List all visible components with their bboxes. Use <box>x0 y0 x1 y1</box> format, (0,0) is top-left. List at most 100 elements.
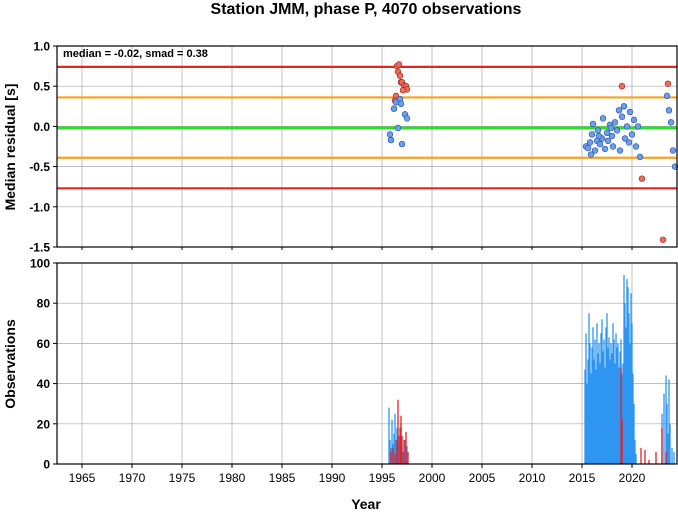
x-tick-label: 1965 <box>69 471 96 485</box>
bar-blue <box>630 293 632 464</box>
bar-blue <box>611 353 613 464</box>
bar-blue <box>594 339 596 464</box>
x-tick-label: 1985 <box>269 471 296 485</box>
bar-blue <box>602 351 604 464</box>
bar-red <box>621 419 623 464</box>
bar-blue <box>622 363 624 464</box>
bar-red <box>403 439 405 464</box>
data-point-blue <box>613 127 621 134</box>
bar-red <box>399 427 401 464</box>
residual-plot-area <box>57 46 677 247</box>
bar-blue <box>608 337 610 464</box>
bar-blue <box>609 359 611 464</box>
observations-y-axis-label: Observations <box>2 319 18 409</box>
bar-blue <box>595 369 597 464</box>
data-point-blue <box>608 132 616 140</box>
bar-blue <box>391 419 393 464</box>
data-point-blue <box>611 119 619 126</box>
residual-y-ticks: 1.00.50.0-0.5-1.0-1.5 <box>29 40 633 255</box>
data-point-blue <box>398 140 406 148</box>
bar-blue <box>617 343 619 464</box>
bar-blue <box>601 319 603 464</box>
data-point-blue <box>591 147 599 154</box>
data-point-blue <box>636 153 644 161</box>
residual-points <box>386 61 678 243</box>
y-tick-label: 60 <box>37 337 51 351</box>
y-tick-label: 1.0 <box>33 40 50 54</box>
data-point-blue <box>397 100 405 108</box>
data-point-blue <box>621 135 629 142</box>
y-tick-label: 0 <box>43 458 50 472</box>
bar-red <box>655 451 657 464</box>
bar-blue <box>615 333 617 464</box>
y-tick-label: 40 <box>37 377 51 391</box>
bar-blue <box>585 333 587 464</box>
bar-blue <box>627 287 629 464</box>
y-tick-label: 0.5 <box>33 80 50 94</box>
bar-blue <box>613 339 615 464</box>
bar-blue <box>600 333 602 464</box>
bar-blue <box>634 439 636 464</box>
bar-blue <box>590 373 592 464</box>
data-point-blue <box>594 127 602 134</box>
y-tick-label: -1.5 <box>29 241 50 255</box>
bar-blue <box>406 445 408 464</box>
bar-red <box>648 459 650 464</box>
data-point-blue <box>630 116 638 124</box>
bar-blue <box>593 359 595 464</box>
x-axis-label: Year <box>351 496 381 511</box>
bar-red <box>661 427 663 464</box>
x-tick-label: 2000 <box>419 471 446 485</box>
bar-blue <box>663 393 665 464</box>
bar-blue <box>667 433 669 464</box>
data-point-blue <box>604 137 612 145</box>
data-point-blue <box>390 105 398 112</box>
bar-blue <box>621 373 623 464</box>
bar-blue <box>588 313 590 464</box>
bar-blue <box>398 435 400 464</box>
bar-blue <box>619 351 621 464</box>
data-point-blue <box>587 151 595 158</box>
bar-blue <box>631 323 633 464</box>
data-point-blue <box>665 107 673 114</box>
data-point-blue <box>609 143 617 150</box>
bar-red <box>397 399 399 464</box>
bar-blue <box>404 439 406 464</box>
bar-red <box>640 447 642 464</box>
data-point-blue <box>586 139 594 146</box>
y-tick-label: 80 <box>37 297 51 311</box>
bar-blue <box>616 347 618 464</box>
x-tick-label: 1995 <box>369 471 396 485</box>
x-tick-label: 1980 <box>219 471 246 485</box>
bar-blue <box>389 439 391 464</box>
data-point-red <box>664 80 672 87</box>
data-point-red <box>638 175 646 182</box>
bar-blue <box>589 343 591 464</box>
bar-blue <box>632 373 634 464</box>
bar-blue <box>597 353 599 464</box>
bar-blue <box>635 453 637 464</box>
bar-blue <box>394 413 396 464</box>
bar-blue <box>673 451 675 464</box>
data-point-blue <box>603 129 611 137</box>
data-point-blue <box>615 107 623 114</box>
bar-blue <box>624 303 626 464</box>
bar-red <box>407 451 409 464</box>
data-point-blue <box>584 144 592 152</box>
bar-blue <box>591 347 593 464</box>
data-point-blue <box>595 132 603 140</box>
bar-red <box>394 453 396 464</box>
bar-blue <box>665 375 667 464</box>
bar-blue <box>623 275 625 464</box>
bar-blue <box>671 447 673 464</box>
x-tick-label: 1970 <box>119 471 146 485</box>
data-point-blue <box>616 147 624 154</box>
y-tick-label: 0.0 <box>33 120 50 134</box>
data-point-red <box>659 236 667 243</box>
data-point-blue <box>632 143 640 150</box>
bar-blue <box>388 407 390 464</box>
data-point-blue <box>589 120 597 128</box>
